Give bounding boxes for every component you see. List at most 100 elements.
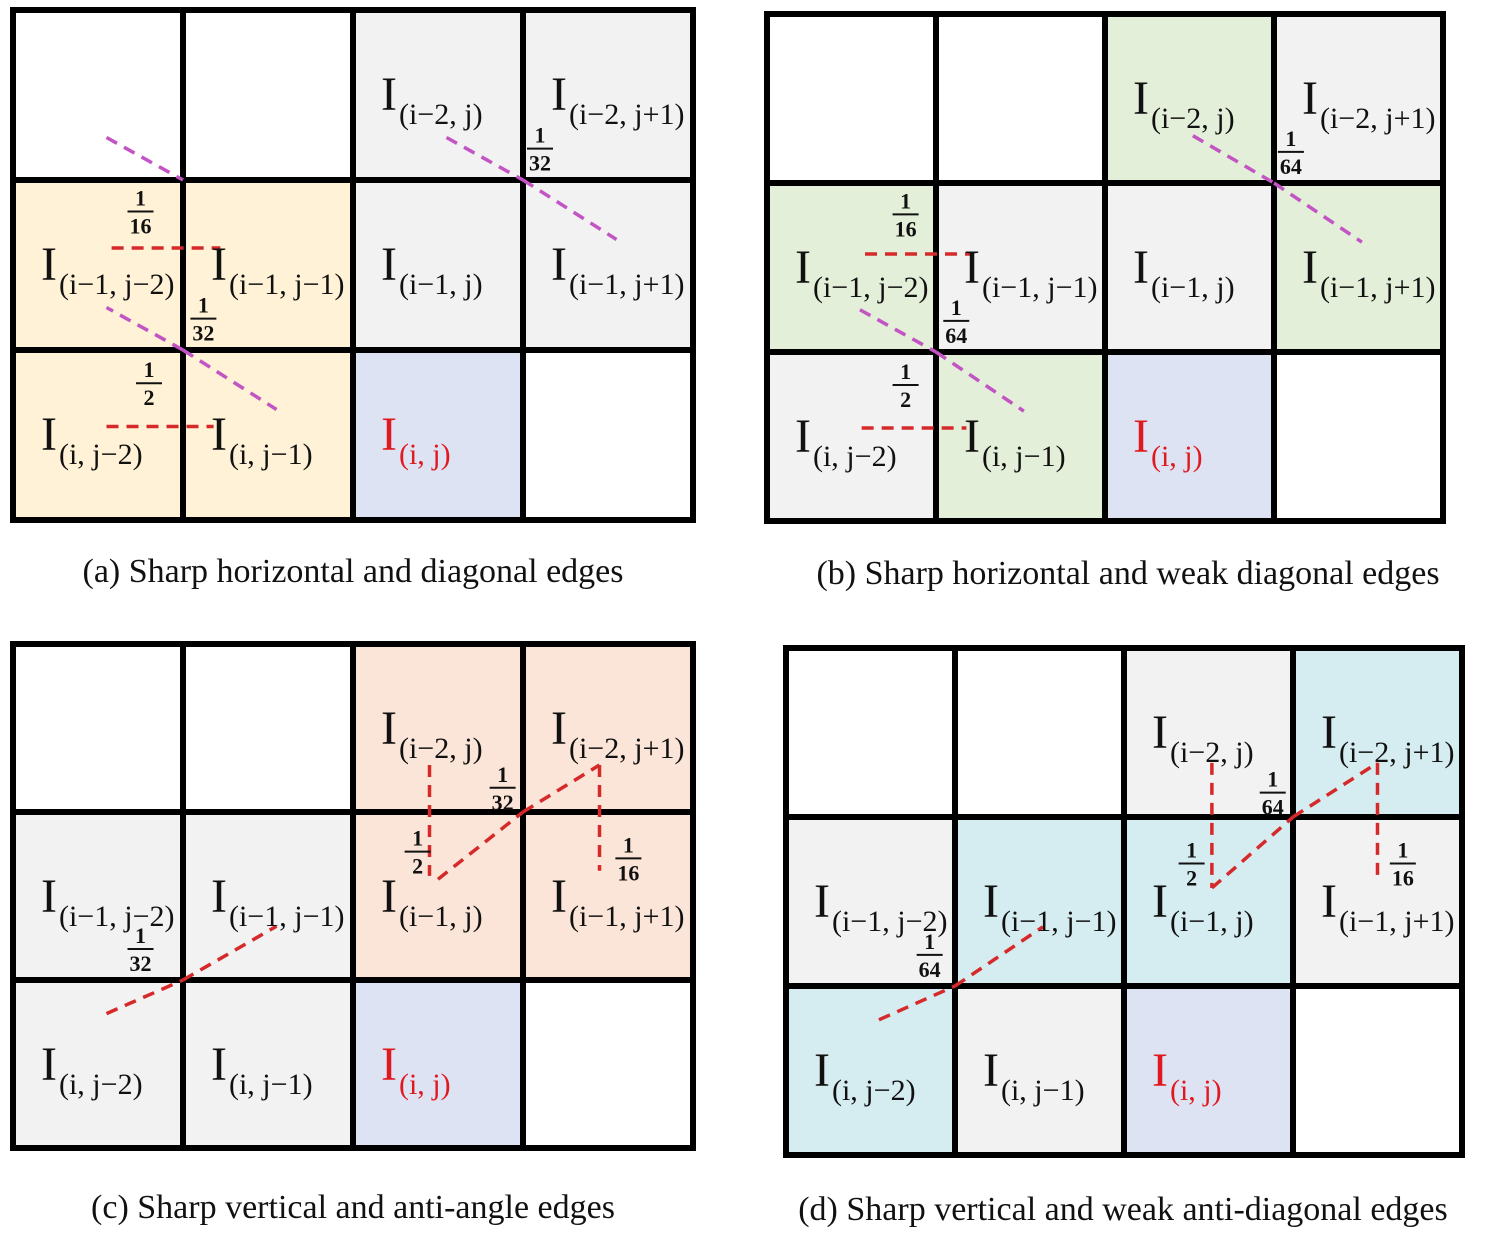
grid-cell bbox=[1290, 983, 1465, 1158]
pixel-label-i1j1m: I(i−1, j−1) bbox=[964, 241, 1097, 304]
edge-dashed-line bbox=[1292, 761, 1379, 819]
edge-dashed-line bbox=[522, 763, 601, 814]
edge-dashed-line bbox=[436, 810, 525, 881]
panel-caption: (a) Sharp horizontal and diagonal edges bbox=[83, 553, 624, 590]
fraction-numerator: 1 bbox=[497, 762, 508, 787]
pixel-label-i1j: I(i−1, j) bbox=[1133, 241, 1235, 304]
pixel-label-ij1: I(i, j−1) bbox=[964, 410, 1066, 473]
grid-cell bbox=[350, 347, 526, 523]
edge-dashed-line bbox=[105, 978, 184, 1016]
edge-dashed-line bbox=[878, 984, 956, 1022]
fraction-denominator: 32 bbox=[192, 321, 214, 346]
fraction-denominator: 32 bbox=[529, 151, 551, 176]
pixel-label-ij: I(i, j) bbox=[1133, 410, 1203, 473]
pixel-label-i2j1: I(i−2, j+1) bbox=[1302, 72, 1435, 135]
fraction-numerator: 1 bbox=[144, 357, 155, 382]
grid-cell bbox=[783, 814, 958, 989]
pixel-label-ij1: I(i, j−1) bbox=[983, 1044, 1085, 1107]
pixel-label-ij: I(i, j) bbox=[381, 1038, 451, 1101]
edge-dashed-line bbox=[1273, 181, 1363, 244]
edge-dashed-line bbox=[182, 924, 278, 982]
grid-cell bbox=[520, 641, 696, 815]
panel-caption: (c) Sharp vertical and anti-angle edges bbox=[91, 1189, 615, 1226]
pixel-label-ij2: I(i, j−2) bbox=[41, 408, 143, 471]
grid-cell bbox=[10, 347, 186, 523]
grid-cell bbox=[764, 11, 939, 186]
grid-cell bbox=[520, 7, 696, 183]
grid-cell bbox=[783, 983, 958, 1158]
fraction-denominator: 64 bbox=[1280, 154, 1302, 179]
grid-cell bbox=[350, 177, 526, 353]
panel-caption: (b) Sharp horizontal and weak diagonal e… bbox=[816, 555, 1439, 592]
pixel-label-i1j1m: I(i−1, j−1) bbox=[983, 875, 1116, 938]
edge-dashed-line bbox=[445, 135, 524, 182]
pixel-label-i2j1: I(i−2, j+1) bbox=[551, 68, 684, 131]
grid-cell bbox=[520, 977, 696, 1151]
grid-cell bbox=[180, 347, 356, 523]
pixel-label-i1j: I(i−1, j) bbox=[1152, 875, 1254, 938]
grid-cell bbox=[1102, 180, 1277, 355]
grid-cell bbox=[933, 11, 1108, 186]
grid-cell bbox=[520, 177, 696, 353]
grid-cell bbox=[350, 809, 526, 983]
grid-cell bbox=[764, 349, 939, 524]
grid-cell bbox=[350, 7, 526, 183]
grid-cell bbox=[10, 809, 186, 983]
pixel-label-i1j2: I(i−1, j−2) bbox=[41, 238, 174, 301]
edge-dashed-line bbox=[859, 308, 937, 354]
grid-cell bbox=[952, 983, 1127, 1158]
pixel-label-i1j1m: I(i−1, j−1) bbox=[211, 238, 344, 301]
grid-cell bbox=[1102, 349, 1277, 524]
edge-dashed-line bbox=[1210, 815, 1295, 890]
fraction-numerator: 1 bbox=[135, 186, 146, 211]
edge-dashed-line bbox=[105, 305, 184, 352]
fraction-numerator: 1 bbox=[623, 832, 634, 857]
grid-cell bbox=[520, 347, 696, 523]
grid-cell bbox=[1290, 814, 1465, 989]
pixel-label-i2j: I(i−2, j) bbox=[1152, 706, 1254, 769]
grid-cell bbox=[1271, 349, 1446, 524]
fraction-numerator: 1 bbox=[900, 188, 911, 213]
grid-cell bbox=[952, 645, 1127, 820]
fraction-denominator: 2 bbox=[1186, 866, 1197, 891]
fraction-denominator: 64 bbox=[919, 957, 941, 982]
panel-b: I(i−2, j) I(i−2, j+1) I(i−1, j−2) I(i−1, j−… bbox=[764, 11, 1446, 592]
fraction-denominator: 2 bbox=[412, 854, 423, 879]
fraction-numerator: 1 bbox=[1397, 838, 1408, 863]
edge-dashed-line bbox=[935, 350, 1025, 413]
fraction-numerator: 1 bbox=[1186, 838, 1197, 863]
pixel-label-i2j1: I(i−2, j+1) bbox=[1321, 706, 1454, 769]
pixel-label-i2j: I(i−2, j) bbox=[1133, 72, 1235, 135]
pixel-label-i1j: I(i−1, j) bbox=[381, 238, 483, 301]
pixel-label-i1j2: I(i−1, j−2) bbox=[41, 870, 174, 933]
fraction-denominator: 16 bbox=[1392, 866, 1414, 891]
grid-cell bbox=[1271, 11, 1446, 186]
pixel-label-ij: I(i, j) bbox=[381, 408, 451, 471]
fraction-denominator: 16 bbox=[895, 216, 917, 241]
panel-d: I(i−2, j)I(i−2, j+1)I(i−1, j−2)I(i−1, j−… bbox=[783, 645, 1465, 1228]
fraction-numerator: 1 bbox=[951, 295, 962, 320]
fraction-numerator: 1 bbox=[900, 359, 911, 384]
fraction-denominator: 16 bbox=[617, 860, 639, 885]
pixel-label-i2j: I(i−2, j) bbox=[381, 68, 483, 131]
pixel-label-i1j1p: I(i−1, j+1) bbox=[1321, 875, 1454, 938]
pixel-label-i1j: I(i−1, j) bbox=[381, 870, 483, 933]
grid-cell bbox=[180, 641, 356, 815]
grid-cell bbox=[933, 349, 1108, 524]
grid-cell bbox=[520, 809, 696, 983]
fraction-numerator: 1 bbox=[924, 929, 935, 954]
pixel-label-ij1: I(i, j−1) bbox=[211, 1038, 313, 1101]
grid-cell bbox=[1102, 11, 1277, 186]
fraction-denominator: 64 bbox=[945, 323, 967, 348]
pixel-label-ij2: I(i, j−2) bbox=[795, 410, 897, 473]
edge-dashed-line bbox=[105, 135, 184, 182]
pixel-label-i1j2: I(i−1, j−2) bbox=[795, 241, 928, 304]
fraction-numerator: 1 bbox=[535, 123, 546, 148]
fraction-denominator: 2 bbox=[900, 387, 911, 412]
edge-dashed-line bbox=[1191, 134, 1275, 185]
grid-cell bbox=[10, 7, 186, 183]
fraction-denominator: 16 bbox=[130, 214, 152, 239]
pixel-label-ij1: I(i, j−1) bbox=[211, 408, 313, 471]
pixel-label-ij2: I(i, j−2) bbox=[814, 1044, 916, 1107]
